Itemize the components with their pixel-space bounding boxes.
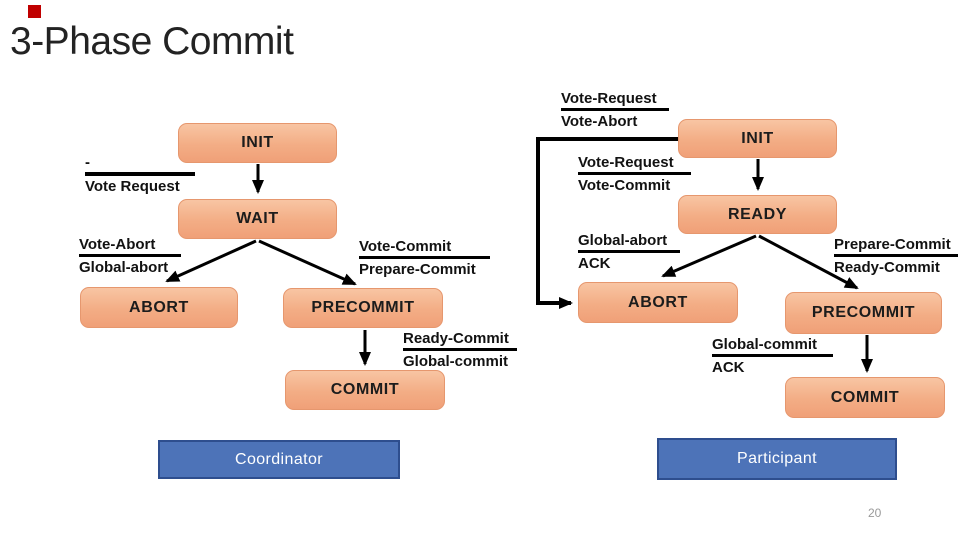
state-box-coordinator-init: INIT (178, 123, 337, 163)
transition-label-participant-precommit-to-commit: Global-commit ACK (712, 337, 833, 375)
slide-title: 3-Phase Commit (10, 20, 294, 63)
transition-divider (834, 254, 958, 257)
transition-action: Vote Request (85, 178, 180, 195)
state-label: INIT (741, 129, 774, 147)
transition-divider (359, 256, 490, 259)
transition-action: Prepare-Commit (359, 261, 476, 278)
transition-label-coordinator-init-to-wait: - Vote Request (85, 155, 195, 194)
transition-action: ACK (712, 359, 745, 376)
transition-event: Global-abort (578, 232, 668, 249)
transition-action: Vote-Abort (561, 113, 638, 130)
transition-divider (712, 354, 833, 357)
role-box-coordinator: Coordinator (158, 440, 400, 479)
state-label: PRECOMMIT (311, 299, 415, 316)
state-box-coordinator-commit: COMMIT (285, 370, 445, 410)
state-label: READY (727, 205, 787, 223)
transition-event: Vote-Abort (79, 236, 156, 253)
transition-label-participant-ready-to-precommit: Prepare-Commit Ready-Commit (834, 237, 958, 275)
transition-label-participant-init-to-ready: Vote-Request Vote-Commit (578, 155, 691, 193)
arrow-coordinator-wait-to-precommit (258, 239, 357, 286)
state-label: ABORT (129, 298, 189, 316)
state-box-participant-precommit: PRECOMMIT (785, 292, 942, 334)
state-box-participant-abort: ABORT (578, 282, 738, 323)
slide-page-number: 20 (868, 506, 882, 520)
transition-divider (85, 172, 195, 176)
transition-action: ACK (578, 255, 611, 272)
state-box-participant-ready: READY (678, 195, 837, 234)
transition-event: Prepare-Commit (834, 236, 951, 253)
role-label: Participant (737, 450, 817, 467)
transition-action: Global-abort (79, 259, 169, 276)
state-box-participant-init: INIT (678, 119, 837, 158)
transition-label-participant-ready-to-abort: Global-abort ACK (578, 233, 680, 271)
slide-accent-square (28, 5, 41, 18)
state-label: COMMIT (330, 381, 400, 398)
state-label: WAIT (236, 210, 279, 227)
transition-event: Vote-Request (578, 154, 674, 171)
transition-event: Vote-Commit (359, 238, 452, 255)
transition-event: Ready-Commit (403, 330, 509, 347)
state-label: INIT (241, 134, 274, 151)
transition-action: Ready-Commit (834, 259, 940, 276)
state-box-coordinator-wait: WAIT (178, 199, 337, 239)
state-label: COMMIT (830, 388, 900, 406)
transition-divider (578, 250, 680, 253)
role-box-participant: Participant (657, 438, 897, 480)
transition-event: Vote-Request (561, 90, 657, 107)
transition-divider (578, 172, 691, 175)
state-box-coordinator-precommit: PRECOMMIT (283, 288, 443, 328)
state-box-participant-commit: COMMIT (785, 377, 945, 418)
transition-label-coordinator-precommit-to-commit: Ready-Commit Global-commit (403, 331, 517, 369)
transition-action: Global-commit (403, 353, 509, 370)
state-box-coordinator-abort: ABORT (80, 287, 238, 328)
transition-label-participant-init-to-abort: Vote-Request Vote-Abort (561, 91, 669, 129)
transition-label-coordinator-wait-to-abort: Vote-Abort Global-abort (79, 237, 181, 275)
transition-divider (403, 348, 517, 351)
state-label: ABORT (628, 293, 688, 311)
transition-label-coordinator-wait-to-precommit: Vote-Commit Prepare-Commit (359, 239, 490, 277)
transition-divider (561, 108, 669, 111)
transition-action: Vote-Commit (578, 177, 671, 194)
transition-event: - (85, 154, 90, 171)
transition-event: Global-commit (712, 336, 818, 353)
role-label: Coordinator (234, 450, 323, 468)
transition-divider (79, 254, 181, 257)
state-label: PRECOMMIT (811, 304, 916, 321)
